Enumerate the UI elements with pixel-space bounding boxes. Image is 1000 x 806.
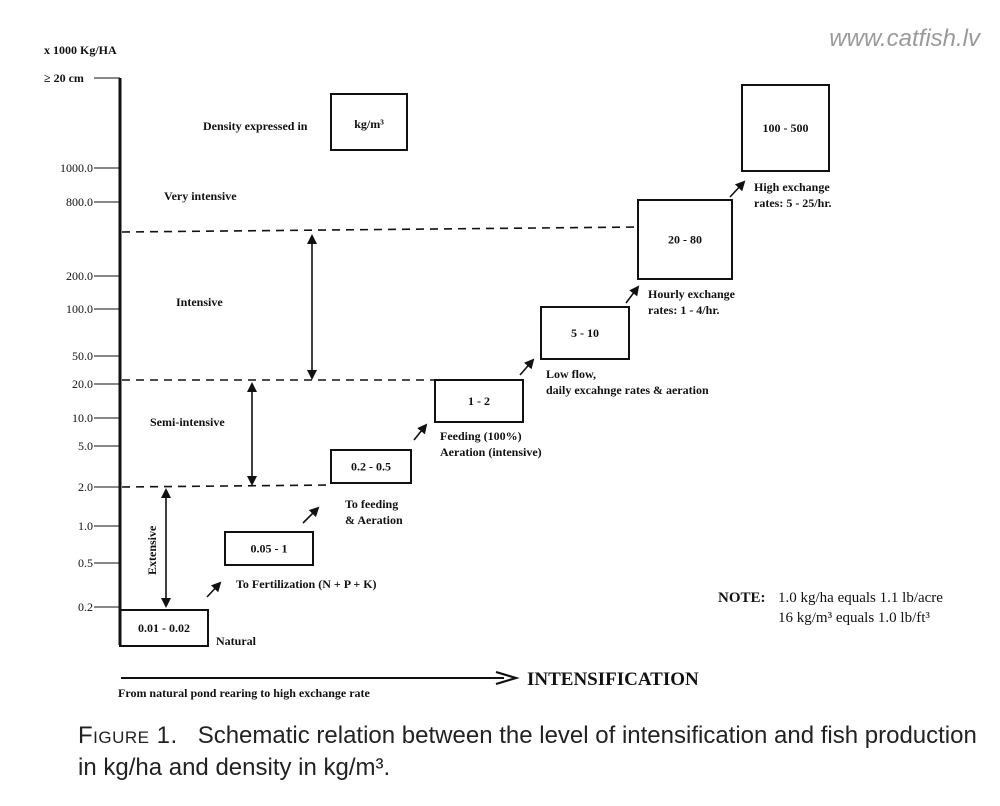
density-legend-box bbox=[330, 93, 408, 151]
stage-density-value: 0.01 - 0.02 bbox=[138, 621, 190, 635]
zone-label-semi-intensive: Semi-intensive bbox=[150, 415, 225, 429]
stage-caption: Aeration (intensive) bbox=[440, 445, 542, 459]
stage-caption: To feeding bbox=[345, 497, 398, 511]
y-tick-label: 20.0 bbox=[72, 377, 93, 391]
stage-density-value: 5 - 10 bbox=[571, 326, 599, 340]
zone-label-intensive: Intensive bbox=[176, 295, 223, 309]
stage-density-value: 0.2 - 0.5 bbox=[351, 460, 391, 474]
note-line-2: 16 kg/m³ equals 1.0 lb/ft³ bbox=[778, 610, 930, 626]
stage-caption: Feeding (100%) bbox=[440, 429, 522, 443]
stage-step-arrow bbox=[206, 581, 222, 598]
y-tick-label: 10.0 bbox=[72, 411, 93, 425]
y-tick-label: 2.0 bbox=[78, 480, 93, 494]
stage-step-arrow bbox=[413, 423, 428, 441]
y-tick-label: 1000.0 bbox=[60, 161, 93, 175]
stage-box bbox=[119, 609, 209, 647]
zone-label-extensive: Extensive bbox=[145, 525, 159, 575]
stage-caption: To Fertilization (N + P + K) bbox=[236, 577, 377, 591]
note-label: NOTE: bbox=[718, 590, 766, 606]
y-tick-label: 100.0 bbox=[66, 302, 93, 316]
stage-caption: rates: 5 - 25/hr. bbox=[754, 196, 832, 210]
y-axis-unit-label: x 1000 Kg/HA bbox=[44, 43, 117, 57]
y-tick-label: 800.0 bbox=[66, 195, 93, 209]
y-axis-ticks: 1000.0 800.0 200.0 100.0 50.0 20.0 10.0 5.0 2.0 1… bbox=[60, 161, 120, 614]
stage-caption: daily excahnge rates & aeration bbox=[546, 383, 709, 397]
watermark: www.catfish.lv bbox=[829, 25, 982, 52]
density-legend-unit: kg/m³ bbox=[354, 117, 384, 131]
stage-caption: High exchange bbox=[754, 180, 830, 194]
stage-caption: Natural bbox=[216, 634, 257, 648]
stage-caption: Hourly exchange bbox=[648, 287, 736, 301]
stage-box bbox=[330, 449, 412, 484]
stage-caption: Low flow, bbox=[546, 367, 596, 381]
y-tick-label: 1.0 bbox=[78, 519, 93, 533]
stage-density-value: 20 - 80 bbox=[668, 233, 702, 247]
stage-step-arrow bbox=[302, 506, 320, 524]
stage-box bbox=[540, 306, 630, 360]
figure-caption: Figure 1. Schematic relation between the… bbox=[78, 720, 978, 784]
stage-box bbox=[434, 379, 524, 423]
stage-box bbox=[741, 84, 830, 172]
stage-density-value: 0.05 - 1 bbox=[251, 542, 288, 556]
stage-caption: & Aeration bbox=[345, 513, 403, 527]
stage-density-value: 1 - 2 bbox=[468, 394, 490, 408]
stage-step-arrow bbox=[625, 285, 640, 304]
y-tick-label: 5.0 bbox=[78, 439, 93, 453]
stage-box bbox=[637, 199, 733, 280]
density-legend-label: Density expressed in bbox=[203, 119, 308, 133]
y-tick-label: 0.2 bbox=[78, 600, 93, 614]
zone-label-very-intensive: Very intensive bbox=[164, 189, 237, 203]
stage-density-value: 100 - 500 bbox=[763, 121, 809, 135]
x-axis-label: INTENSIFICATION bbox=[527, 669, 699, 690]
stage-box bbox=[224, 531, 314, 566]
y-tick-label: 0.5 bbox=[78, 556, 93, 570]
y-tick-label: 50.0 bbox=[72, 349, 93, 363]
figure-caption-text: Schematic relation between the level of … bbox=[78, 722, 977, 781]
threshold-line-intensive bbox=[121, 226, 641, 233]
stage-caption: rates: 1 - 4/hr. bbox=[648, 303, 720, 317]
stage-step-arrow bbox=[729, 180, 746, 198]
diagram: www.catfish.lv x 1000 Kg/HA ≥ 20 cm 1000… bbox=[44, 25, 982, 700]
note-line-1: 1.0 kg/ha equals 1.1 lb/acre bbox=[778, 590, 943, 606]
y-axis-size-label: ≥ 20 cm bbox=[44, 71, 84, 85]
stage-step-arrow bbox=[519, 358, 535, 376]
x-axis-sublabel: From natural pond rearing to high exchan… bbox=[118, 686, 371, 700]
figure-label: Figure 1. bbox=[78, 722, 178, 749]
threshold-line-extensive bbox=[121, 484, 333, 488]
x-axis-arrowhead bbox=[495, 670, 520, 686]
y-tick-label: 200.0 bbox=[66, 269, 93, 283]
